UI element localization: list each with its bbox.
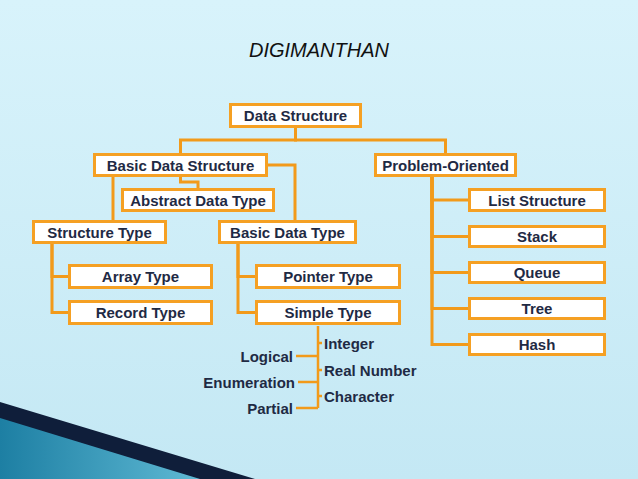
category-box: Basic Data Structure [93,153,268,177]
category-box: Queue [468,261,606,284]
category-box: Structure Type [32,220,167,244]
type-label: Real Number [324,363,417,378]
category-box: Tree [468,297,606,320]
category-box: List Structure [468,188,606,212]
leader-lines [296,326,322,408]
swoosh-dark [0,402,255,479]
connector-line [238,244,255,313]
leader-line [296,407,318,410]
box-label: Structure Type [47,225,152,240]
leader-line [318,342,322,345]
leader-line [318,395,322,398]
type-label: Logical [240,349,293,364]
category-box: Stack [468,225,606,248]
leader-line [298,381,318,384]
type-label: Enumeration [203,375,295,390]
connector-line [52,244,68,313]
category-box: Pointer Type [255,264,401,289]
leader-line [296,355,318,358]
connector-line [432,177,468,309]
connector-line [181,128,296,153]
connector-line [238,244,255,277]
connector-line [432,177,468,273]
connector-line [432,177,468,200]
connector-line [52,244,68,277]
category-box: Data Structure [229,103,362,128]
box-label: Simple Type [284,305,371,320]
box-label: Hash [519,337,556,352]
type-label: Partial [247,401,293,416]
category-box: Abstract Data Type [121,188,275,212]
box-label: Array Type [102,269,179,284]
category-box: Problem-Oriented [374,153,517,177]
box-label: Problem-Oriented [382,158,509,173]
type-label: Integer [324,336,374,351]
box-label: Tree [522,301,553,316]
category-box: Record Type [68,300,213,325]
category-box: Hash [468,333,606,356]
box-label: Queue [514,265,561,280]
box-label: Data Structure [244,108,347,123]
connector-line [112,177,115,220]
box-label: List Structure [488,193,586,208]
type-label: Character [324,389,394,404]
connector-line [432,177,468,345]
box-label: Pointer Type [283,269,373,284]
swoosh-teal [0,418,200,479]
box-label: Basic Data Structure [107,158,255,173]
category-box: Array Type [68,264,213,289]
diagram-title: DIGIMANTHAN [0,40,638,60]
connector-line [432,177,468,237]
category-box: Basic Data Type [218,220,357,244]
category-box: Simple Type [255,300,401,325]
box-label: Abstract Data Type [130,193,266,208]
box-label: Stack [517,229,557,244]
connector-line [181,177,199,188]
leader-line [318,369,322,372]
box-label: Basic Data Type [230,225,345,240]
box-label: Record Type [96,305,186,320]
connector-line [296,128,446,153]
